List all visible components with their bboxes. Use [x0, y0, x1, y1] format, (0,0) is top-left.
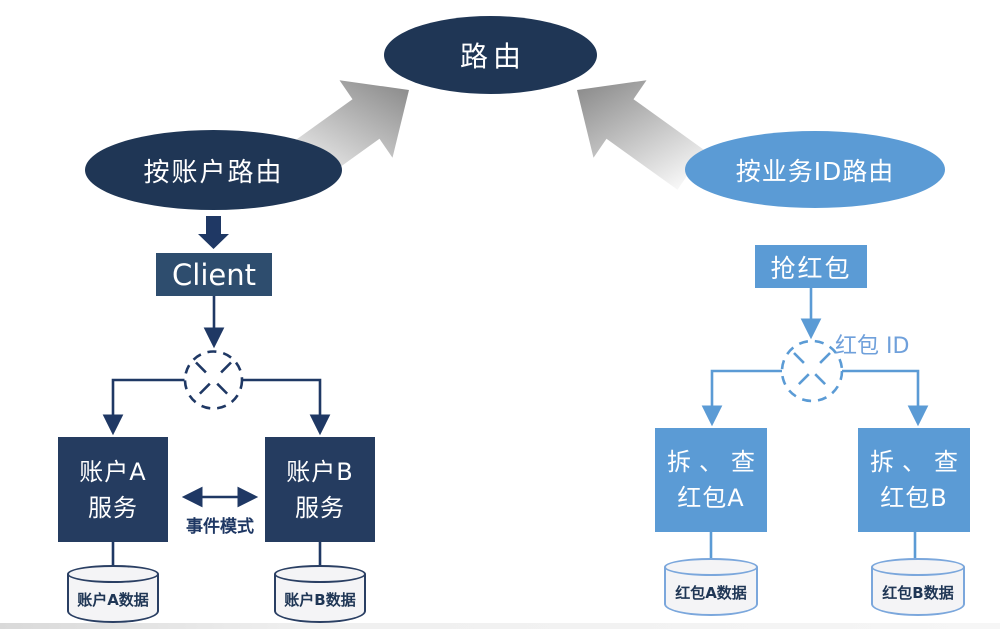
packet-b-service-node: 拆、查 红包B	[858, 428, 970, 532]
database-cylinder-icon	[67, 574, 159, 623]
account-a-service-line2: 服务	[88, 493, 138, 522]
router-to-service-b-arrow	[242, 378, 331, 436]
packet-router-circle-icon	[780, 339, 844, 403]
route-by-business-id-label: 按业务ID路由	[735, 156, 895, 186]
database-cylinder-icon	[871, 567, 965, 616]
packet-a-database: 红包A数据	[664, 558, 758, 616]
packet-a-service-node: 拆、查 红包A	[655, 428, 767, 532]
packet-a-database-label: 红包A数据	[675, 584, 747, 602]
database-cylinder-icon	[871, 558, 965, 576]
client-label: Client	[172, 257, 256, 292]
account-a-service-line1: 账户A	[79, 457, 147, 486]
merge-arrow-right-icon	[577, 80, 705, 190]
route-by-account-node: 按账户路由	[85, 130, 342, 210]
router-to-packet-b-arrow	[842, 369, 929, 427]
route-by-account-label: 按账户路由	[143, 157, 284, 188]
page-bottom-edge	[0, 623, 1000, 629]
route-by-business-id-node: 按业务ID路由	[685, 131, 945, 208]
event-mode-label: 事件模式	[186, 517, 254, 537]
account-a-database-label: 账户A数据	[77, 591, 149, 609]
packet-b-service-line1: 拆、查	[870, 448, 966, 476]
router-to-packet-a-arrow	[701, 369, 782, 427]
router-node: 路由	[384, 16, 597, 94]
account-a-database: 账户A数据	[67, 565, 159, 623]
account-b-database-label: 账户B数据	[284, 591, 356, 609]
database-cylinder-icon	[274, 565, 366, 583]
grab-red-packet-node: 抢红包	[755, 245, 867, 288]
account-router-circle-icon	[183, 350, 244, 410]
block-down-arrow-icon	[198, 216, 229, 249]
packet-a-service-line2: 红包A	[677, 484, 745, 512]
database-cylinder-icon	[664, 558, 758, 576]
router-to-service-a-arrow	[102, 378, 185, 436]
packet-id-label: 红包 ID	[835, 334, 910, 359]
packet-b-database: 红包B数据	[871, 558, 965, 616]
account-b-service-node: 账户B 服务	[265, 437, 375, 542]
account-b-database: 账户B数据	[274, 565, 366, 623]
account-b-service-line1: 账户B	[286, 457, 354, 486]
account-b-service-line2: 服务	[295, 493, 345, 522]
packet-b-database-label: 红包B数据	[882, 584, 954, 602]
database-cylinder-icon	[67, 565, 159, 583]
packet-b-service-line2: 红包B	[880, 484, 948, 512]
account-a-service-node: 账户A 服务	[58, 437, 168, 542]
client-node: Client	[156, 253, 272, 296]
router-label: 路由	[459, 40, 526, 73]
grab-red-packet-label: 抢红包	[770, 253, 852, 283]
packet-a-service-line1: 拆、查	[667, 448, 763, 476]
